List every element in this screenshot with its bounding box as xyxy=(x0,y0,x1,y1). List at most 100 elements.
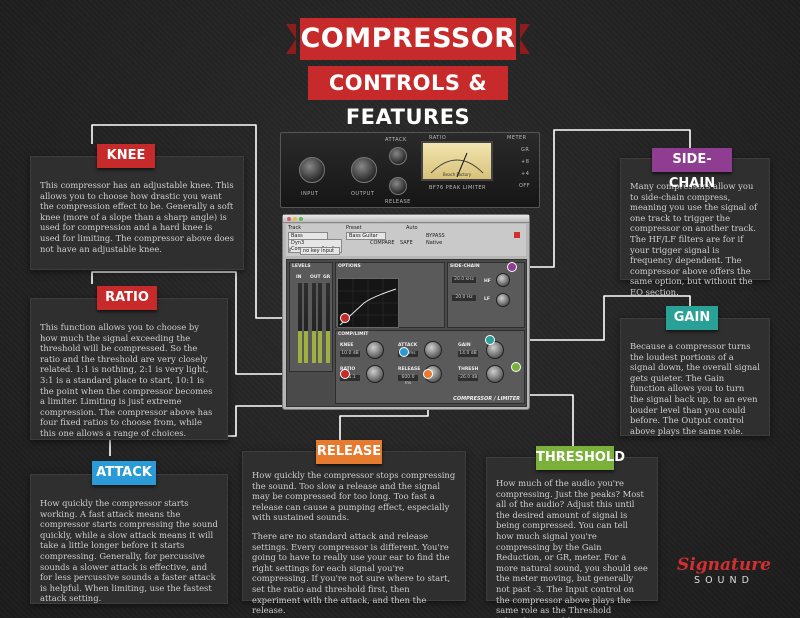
compare-button[interactable]: COMPARE xyxy=(370,240,395,246)
title-line-1: COMPRESSOR xyxy=(300,18,516,60)
levels-label: LEVELS xyxy=(292,264,311,269)
knee-tag: KNEE xyxy=(97,144,155,168)
gr-label: GR xyxy=(323,275,331,280)
thresh-label: THRESH xyxy=(458,367,479,372)
comp-limit-label: COMP/LIMIT xyxy=(338,332,369,337)
plugin-titlebar xyxy=(283,215,529,223)
threshold-marker xyxy=(511,362,521,372)
out-meter-right xyxy=(318,283,322,363)
threshold-box: How much of the audio you're compressing… xyxy=(486,457,658,618)
signature-sound-logo: Signature SOUND xyxy=(668,556,780,586)
hf-knob[interactable] xyxy=(496,273,510,287)
hw-attack-label: ATTACK xyxy=(385,137,407,143)
knee-marker xyxy=(340,313,350,323)
gain-marker xyxy=(485,335,495,345)
release-box: How quickly the compressor stops compres… xyxy=(242,451,466,615)
plugin-brand: COMPRESSOR / LIMITER xyxy=(453,396,520,402)
ratio-tag: RATIO xyxy=(97,286,157,310)
gain-tag: GAIN xyxy=(666,306,718,330)
release-text-2: There are no standard attack and release… xyxy=(252,530,451,616)
in-label: IN xyxy=(296,275,302,280)
track-label: Track xyxy=(288,225,302,231)
preset-label: Preset xyxy=(346,225,362,231)
native-button[interactable]: Native xyxy=(426,240,443,246)
ratio-knob[interactable] xyxy=(366,365,384,383)
title-banner: COMPRESSOR CONTROLS & FEATURES xyxy=(286,18,530,129)
hw-meter-label: METER xyxy=(507,135,527,141)
comp-limit-panel: COMP/LIMIT KNEE 10.0 dB ATTACK 7.0 ms GA… xyxy=(335,330,525,404)
knee-label: KNEE xyxy=(340,343,354,348)
in-meter-right xyxy=(304,283,308,363)
ratio-box: This function allows you to choose by ho… xyxy=(30,298,228,440)
out-label: OUT xyxy=(310,275,321,280)
hw-vu-meter: Beach Factory xyxy=(421,141,493,181)
release-marker xyxy=(423,369,433,379)
attack-text: How quickly the compressor starts workin… xyxy=(40,498,218,604)
hw-input-label: INPUT xyxy=(301,191,319,197)
options-label: OPTIONS xyxy=(338,264,361,269)
hw-attack-knob xyxy=(389,147,407,165)
threshold-tag: THRESHOLD xyxy=(536,446,625,470)
plugin-window: Track Preset Auto Bass Bass Guitar Dyn3 … xyxy=(282,214,530,410)
hw-release-knob xyxy=(389,177,407,195)
release-label: RELEASE xyxy=(398,367,421,372)
svg-text:Beach Factory: Beach Factory xyxy=(443,172,472,177)
lf-knob[interactable] xyxy=(496,293,510,307)
key-input-select[interactable]: no key input xyxy=(300,247,340,255)
knee-readout: 10.0 dB xyxy=(340,351,360,357)
close-icon[interactable] xyxy=(514,232,520,238)
logo-line-2: SOUND xyxy=(694,575,754,586)
hw-meter-8: +8 xyxy=(521,159,530,165)
lf-label: LF xyxy=(484,297,490,302)
plugin-header: Track Preset Auto Bass Bass Guitar Dyn3 … xyxy=(286,224,526,256)
side-chain-panel: SIDE-CHAIN HF 20.0 kHz LF 20.0 Hz xyxy=(447,262,525,328)
attack-box: How quickly the compressor starts workin… xyxy=(30,474,228,604)
knee-text: This compressor has an adjustable knee. … xyxy=(40,180,234,254)
attack-knob[interactable] xyxy=(424,341,442,359)
hf-readout: 20.0 kHz xyxy=(452,277,476,283)
threshold-text: How much of the audio you're compressing… xyxy=(496,478,648,618)
out-meter-left xyxy=(312,283,316,363)
attack-marker xyxy=(399,347,409,357)
hw-meter-4: +4 xyxy=(521,171,530,177)
knee-box: This compressor has an adjustable knee. … xyxy=(30,156,244,270)
hw-input-knob xyxy=(299,157,325,183)
gain-readout: 14.0 dB xyxy=(458,351,478,357)
auto-label: Auto xyxy=(406,225,418,231)
plugin-main: LEVELS IN OUT GR OPTIONS SIDE-CHAIN xyxy=(286,259,527,407)
thresh-knob[interactable] xyxy=(486,365,504,383)
gr-meter xyxy=(326,283,330,363)
bypass-button[interactable]: BYPASS xyxy=(426,233,445,239)
gain-text: Because a compressor turns the loudest p… xyxy=(630,341,760,436)
thresh-readout: -26.0 dB xyxy=(458,375,478,381)
hw-output-label: OUTPUT xyxy=(351,191,375,197)
key-icon: ⚷ xyxy=(288,247,292,253)
hw-meter-off: OFF xyxy=(519,183,531,189)
release-tag: RELEASE xyxy=(316,440,382,464)
hf-label: HF xyxy=(484,279,491,284)
logo-line-1: Signature xyxy=(677,555,771,575)
side-chain-label: SIDE-CHAIN xyxy=(450,264,480,269)
hardware-compressor: Beach Factory INPUT OUTPUT ATTACK RELEAS… xyxy=(280,132,540,208)
gain-knob[interactable] xyxy=(486,341,504,359)
hw-model-label: BF76 PEAK LIMITER xyxy=(429,185,486,191)
safe-button[interactable]: SAFE xyxy=(400,240,413,246)
ratio-text: This function allows you to choose by ho… xyxy=(40,322,213,438)
ratio-readout: 2.5:1 xyxy=(340,375,360,381)
release-text-1: How quickly the compressor stops compres… xyxy=(252,470,456,523)
attack-label: ATTACK xyxy=(398,343,418,348)
compression-graph xyxy=(337,278,399,328)
preset-select[interactable]: Bass Guitar xyxy=(346,232,386,240)
in-meter-left xyxy=(298,283,302,363)
title-line-2: CONTROLS & FEATURES xyxy=(308,66,508,129)
knee-knob[interactable] xyxy=(366,341,384,359)
levels-panel: LEVELS IN OUT GR xyxy=(289,262,333,372)
hw-release-label: RELEASE xyxy=(385,199,411,205)
lf-readout: 20.0 Hz xyxy=(452,295,476,301)
sidechain-tag: SIDE-CHAIN xyxy=(652,148,732,191)
ratio-marker xyxy=(340,369,350,379)
sidechain-marker xyxy=(507,262,517,272)
hw-output-knob xyxy=(351,157,377,183)
